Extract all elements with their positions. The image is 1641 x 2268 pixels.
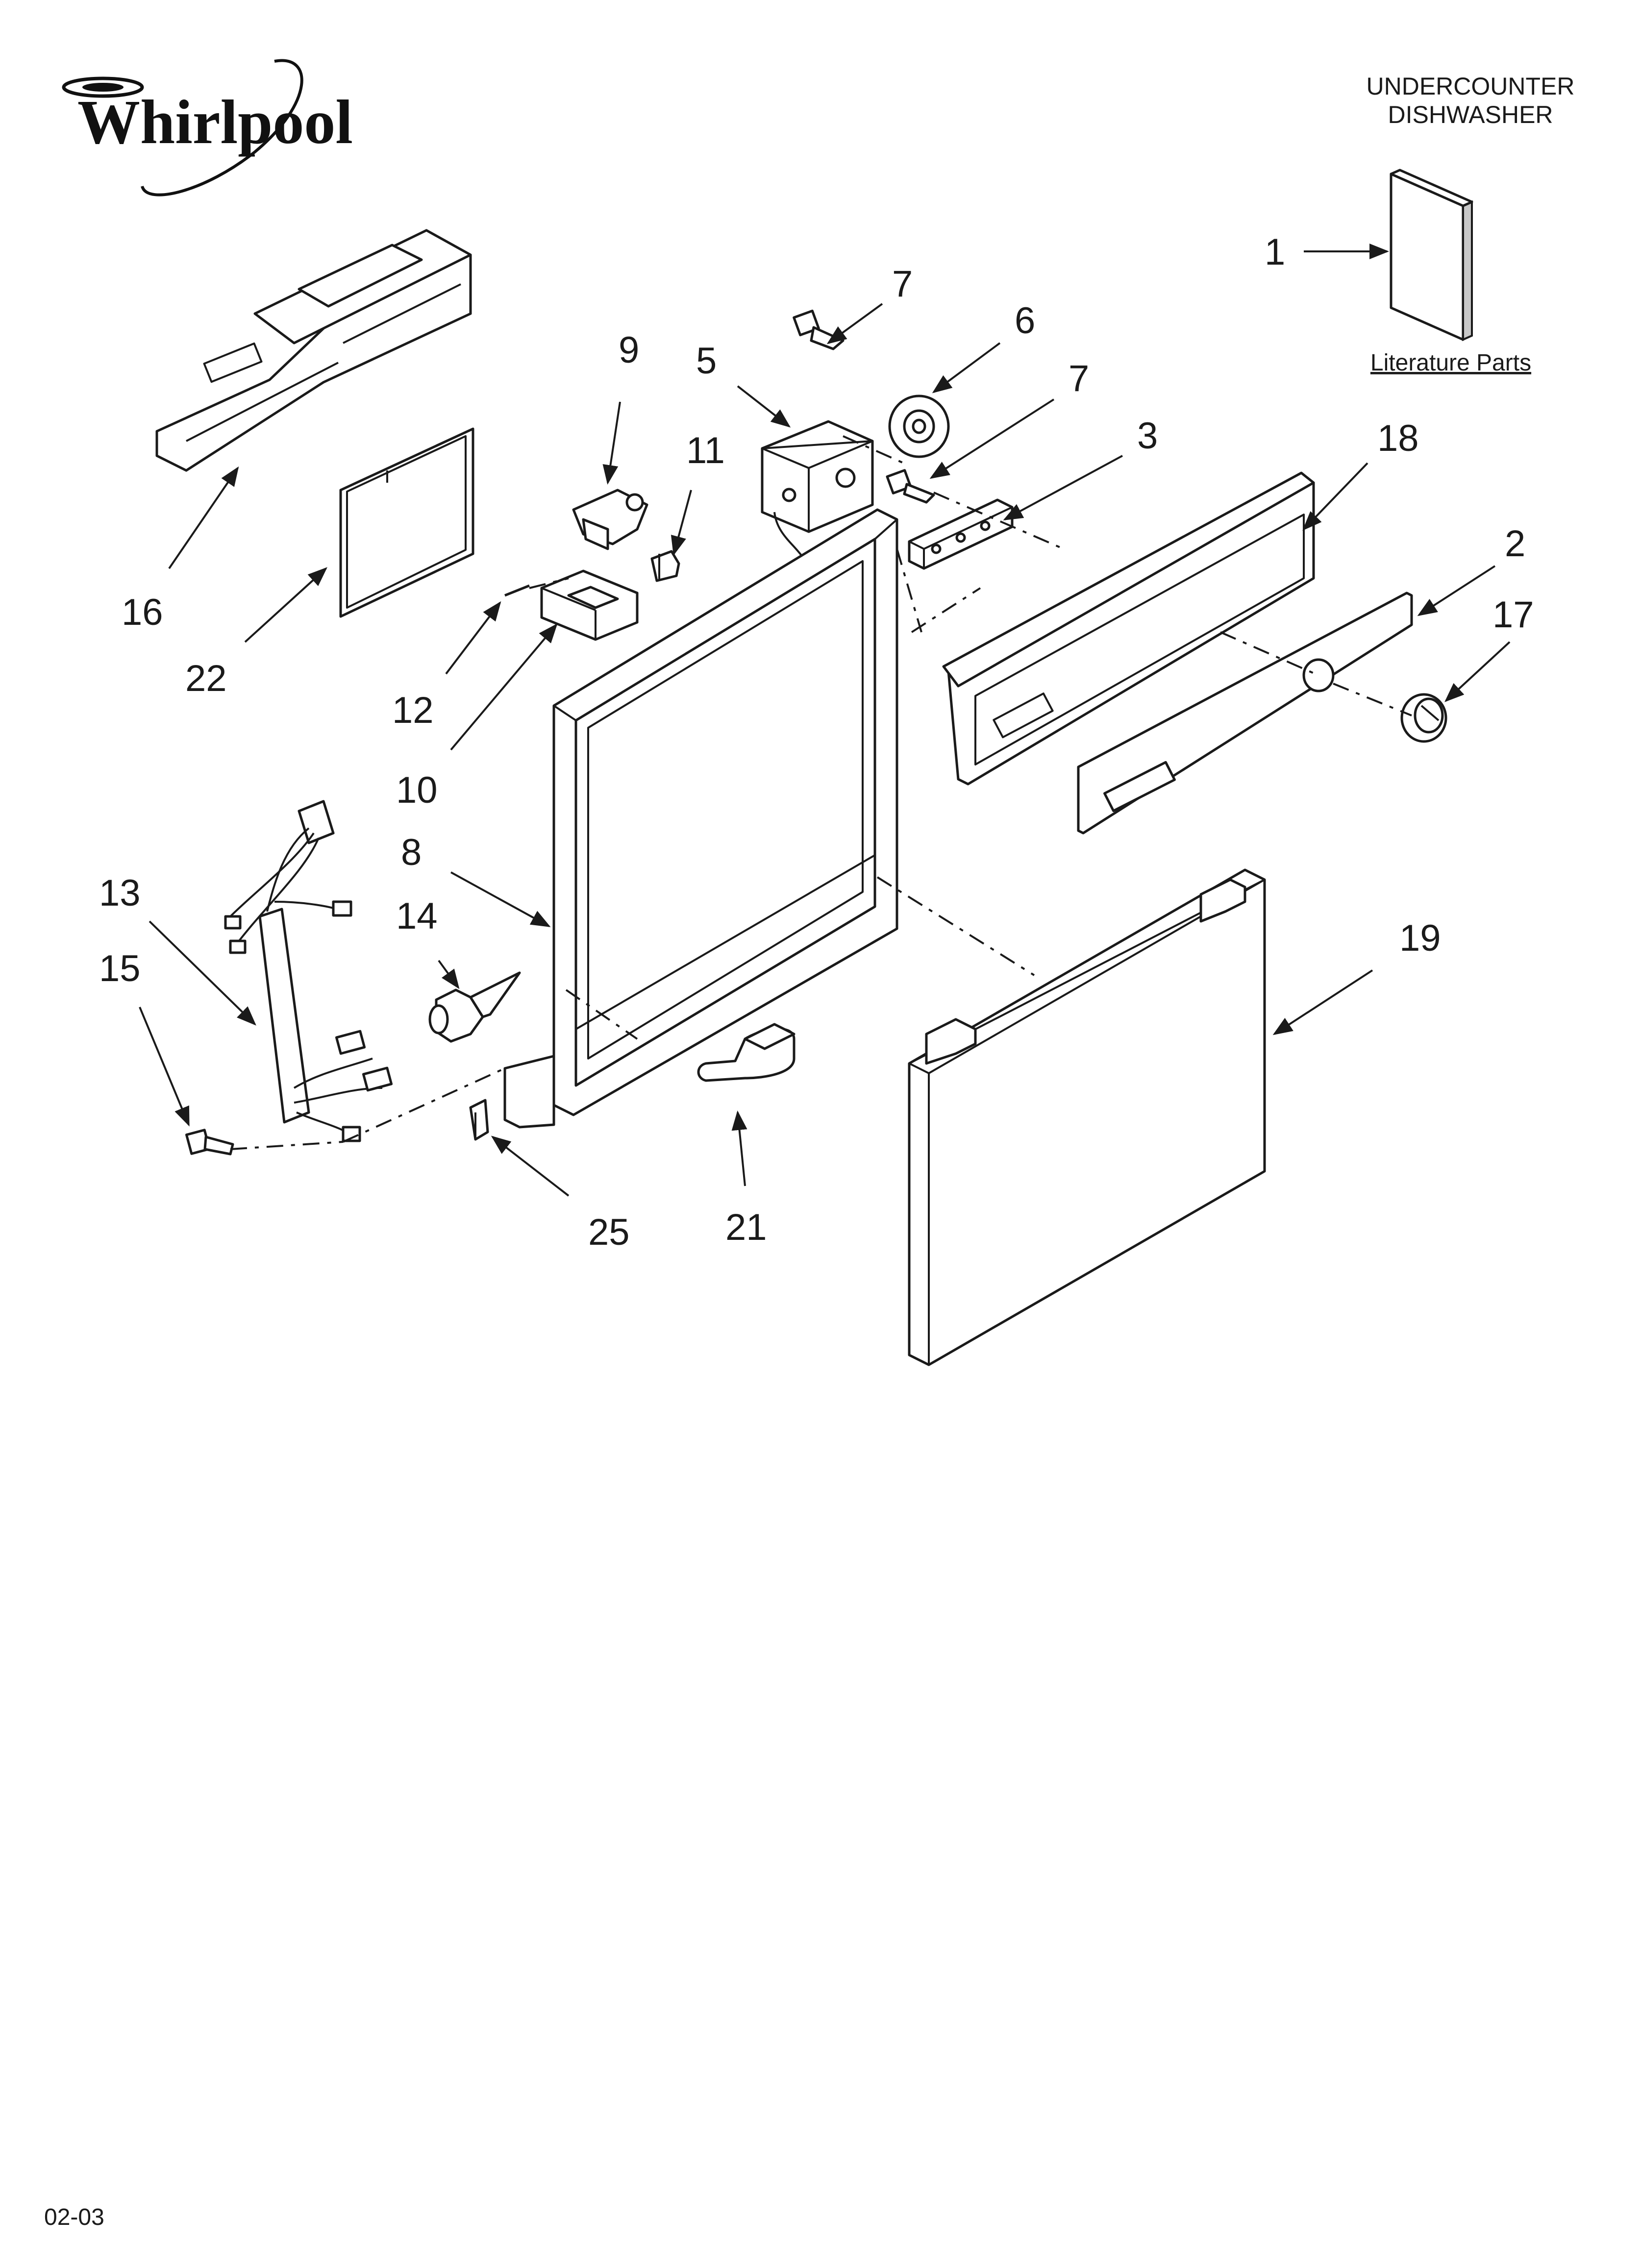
leader-8 bbox=[450, 871, 551, 927]
callout-16: 16 bbox=[122, 592, 163, 633]
diagram-title-line2: DISHWASHER bbox=[1388, 101, 1553, 128]
callout-7a: 7 bbox=[892, 263, 913, 305]
leader-5 bbox=[737, 385, 791, 428]
callout-1: 1 bbox=[1265, 231, 1285, 273]
literature-parts-label: Literature Parts bbox=[1370, 350, 1531, 376]
callout-2: 2 bbox=[1505, 523, 1525, 565]
diagram-title-line1: UNDERCOUNTER bbox=[1367, 73, 1575, 100]
part-door-handle bbox=[697, 1023, 796, 1082]
part-door-switch bbox=[428, 971, 521, 1043]
brand-wordmark: Whirlpool bbox=[77, 87, 353, 157]
callout-14: 14 bbox=[396, 895, 438, 937]
assembly-lines bbox=[230, 435, 1412, 1150]
leader-22 bbox=[244, 567, 327, 643]
callout-5: 5 bbox=[696, 340, 717, 382]
callout-9: 9 bbox=[619, 329, 639, 371]
part-screw-15 bbox=[185, 1129, 234, 1156]
callout-18: 18 bbox=[1377, 418, 1419, 459]
part-switch-bracket bbox=[908, 498, 1014, 570]
leader-10 bbox=[450, 623, 558, 751]
part-latch-pin bbox=[504, 584, 530, 597]
leader-7a bbox=[826, 303, 883, 345]
callout-13: 13 bbox=[99, 872, 141, 914]
callout-10: 10 bbox=[396, 769, 438, 811]
leader-15 bbox=[139, 1007, 190, 1127]
callout-19: 19 bbox=[1399, 917, 1441, 959]
part-literature-booklet bbox=[1390, 169, 1473, 342]
callout-6: 6 bbox=[1015, 300, 1035, 342]
leader-11 bbox=[671, 490, 692, 556]
callout-12: 12 bbox=[392, 690, 434, 731]
leader-13 bbox=[149, 920, 256, 1026]
part-screw-lower bbox=[886, 469, 935, 504]
part-hinge-clip bbox=[469, 1099, 489, 1141]
leader-25 bbox=[491, 1135, 570, 1197]
part-control-panel bbox=[942, 471, 1315, 786]
callout-22: 22 bbox=[185, 658, 227, 699]
leader-3 bbox=[1003, 455, 1123, 520]
leader-18 bbox=[1302, 462, 1368, 531]
leader-16 bbox=[168, 466, 239, 569]
leader-9 bbox=[602, 401, 621, 485]
part-screw-upper bbox=[793, 309, 845, 350]
part-control-knob bbox=[1400, 693, 1447, 743]
part-latch-bracket bbox=[540, 569, 639, 641]
leader-6 bbox=[932, 342, 1001, 394]
callout-25: 25 bbox=[588, 1211, 630, 1253]
leader-21 bbox=[731, 1110, 747, 1186]
callout-7b: 7 bbox=[1069, 358, 1089, 399]
part-panel-overlay bbox=[1077, 592, 1413, 835]
callout-17: 17 bbox=[1492, 594, 1534, 636]
whirlpool-logo: Whirlpool bbox=[62, 59, 353, 197]
part-timer-cam bbox=[888, 394, 950, 458]
callout-8: 8 bbox=[401, 832, 422, 873]
part-door-latch bbox=[572, 489, 648, 550]
callout-15: 15 bbox=[99, 948, 141, 989]
part-vent-assembly bbox=[155, 229, 472, 472]
part-door-panel bbox=[908, 868, 1266, 1366]
leader-2 bbox=[1417, 565, 1496, 616]
leader-19 bbox=[1272, 969, 1373, 1035]
callout-21: 21 bbox=[725, 1207, 767, 1248]
part-latch-switch bbox=[650, 550, 680, 582]
part-door-frame bbox=[503, 508, 898, 1129]
part-timer bbox=[761, 420, 874, 560]
revision-date: 02-03 bbox=[44, 2204, 104, 2230]
leader-17 bbox=[1444, 641, 1511, 702]
callout-3: 3 bbox=[1137, 415, 1158, 457]
leader-12 bbox=[445, 601, 501, 675]
callout-11: 11 bbox=[686, 430, 725, 471]
part-insulation-panel bbox=[339, 427, 474, 618]
part-wire-harness bbox=[224, 800, 393, 1142]
leader-7b bbox=[929, 398, 1055, 479]
leader-14 bbox=[438, 960, 460, 989]
